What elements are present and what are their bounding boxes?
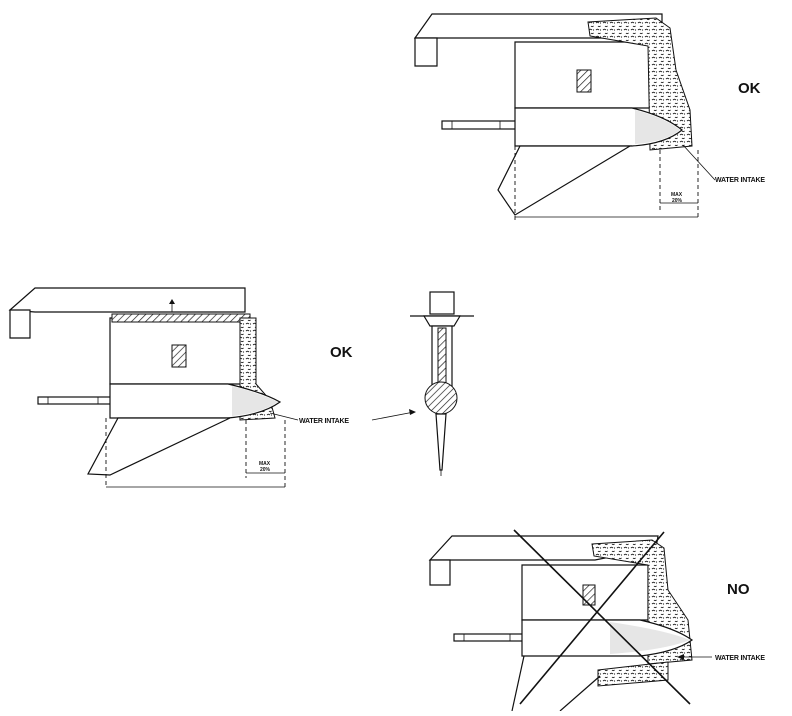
transom-lip xyxy=(429,559,451,586)
verdict-label: NO xyxy=(727,581,750,598)
water-intake-label: WATER INTAKE xyxy=(715,177,765,184)
transom-lip xyxy=(414,37,438,67)
max-percent-label: 20% xyxy=(260,467,271,473)
diagram-bottom: WATER INTAKE NO xyxy=(428,529,766,712)
x-mark-icon xyxy=(513,529,691,705)
water-intake-label: WATER INTAKE xyxy=(715,655,765,662)
transom-lip xyxy=(9,309,31,339)
verdict-label: OK xyxy=(330,344,353,361)
max-label: MAX xyxy=(259,461,271,467)
misplaced-intake xyxy=(597,661,669,687)
window-icon xyxy=(171,344,187,368)
diagram-top: MAX 20% WATER INTAKE OK xyxy=(413,13,766,220)
max-label: MAX xyxy=(671,192,683,198)
prop-shaft xyxy=(441,120,517,130)
skeg xyxy=(87,417,231,476)
water-intake-label: WATER INTAKE xyxy=(299,418,349,425)
max-percent-label: 20% xyxy=(672,198,683,204)
prop-shaft xyxy=(37,396,113,405)
water-pickup-gauge-icon xyxy=(410,291,474,476)
window-icon xyxy=(582,584,596,606)
water-intake-leader xyxy=(682,144,716,181)
prop-shaft xyxy=(453,633,525,642)
verdict-label: OK xyxy=(738,80,761,97)
water-channel-top xyxy=(111,313,251,323)
water-column-top xyxy=(587,17,693,151)
skeg xyxy=(497,145,633,216)
hull-plate xyxy=(8,287,246,313)
water-intake-leader xyxy=(269,412,299,421)
diagram-middle: MAX 20% WATER INTAKE OK xyxy=(8,287,416,490)
window-icon xyxy=(576,69,592,93)
